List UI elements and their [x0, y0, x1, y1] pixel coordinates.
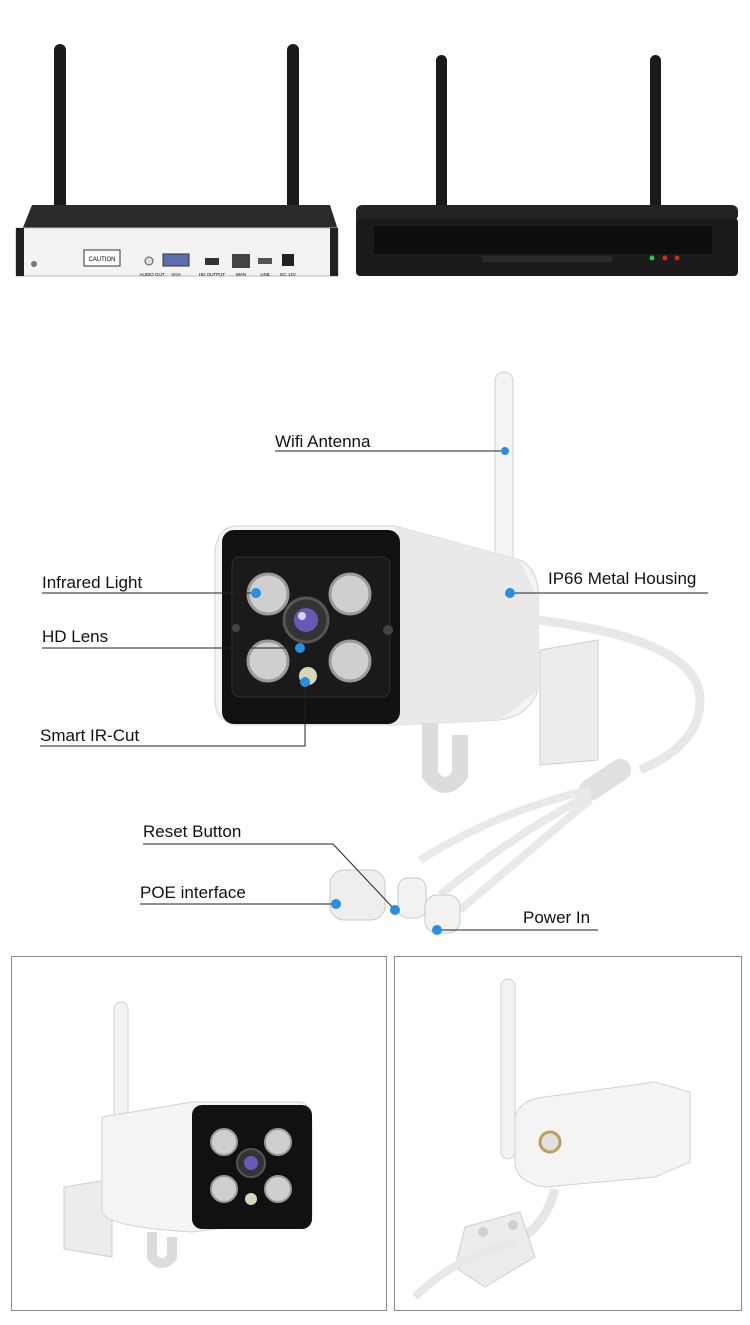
camera-rear-photo	[412, 978, 691, 1300]
antenna-right-2	[650, 55, 661, 215]
label-reset-button: Reset Button	[143, 822, 242, 841]
label-ip66-housing: IP66 Metal Housing	[548, 569, 697, 588]
label-smart-ir-cut: Smart IR-Cut	[40, 726, 140, 745]
dot-hd-lens	[295, 643, 305, 653]
port-label-wan: WAN	[236, 272, 246, 277]
dot-infrared-light	[251, 588, 261, 598]
nvr-illustration: CAUTION AUDIO OUT VGA HD OUTPUT WAN USB …	[15, 44, 738, 277]
port-label-vga: VGA	[171, 272, 181, 277]
nvr-back-view: CAUTION AUDIO OUT VGA HD OUTPUT WAN USB …	[15, 44, 339, 277]
label-power-in: Power In	[523, 908, 591, 927]
dot-reset-button	[390, 905, 400, 915]
port-label-hd: HD OUTPUT	[199, 272, 225, 277]
antenna-right-1	[436, 55, 447, 215]
dot-smart-ir-cut	[300, 677, 310, 687]
label-hd-lens: HD Lens	[42, 627, 109, 646]
port-label-usb: USB	[260, 272, 269, 277]
dot-ip66-housing	[505, 588, 515, 598]
antenna-left-2	[287, 44, 299, 254]
dot-wifi-antenna	[501, 447, 509, 455]
nvr-front-view	[356, 55, 738, 276]
panel-camera-front	[11, 956, 387, 1311]
status-led-red-2	[674, 255, 680, 261]
status-led-green	[649, 255, 655, 261]
label-infrared-light: Infrared Light	[42, 573, 143, 592]
camera-front-photo	[63, 1001, 313, 1268]
port-label-dc: DC 12V	[280, 272, 296, 277]
caution-label: CAUTION	[89, 257, 116, 263]
label-wifi-antenna: Wifi Antenna	[275, 432, 371, 451]
status-led-red-1	[662, 255, 668, 261]
port-label-audio: AUDIO OUT	[139, 272, 164, 277]
camera-illustration	[40, 371, 708, 935]
dot-power-in	[432, 925, 442, 935]
label-poe-interface: POE interface	[140, 883, 246, 902]
antenna-left-1	[54, 44, 66, 254]
dot-poe-interface	[331, 899, 341, 909]
panel-camera-rear	[394, 956, 742, 1311]
